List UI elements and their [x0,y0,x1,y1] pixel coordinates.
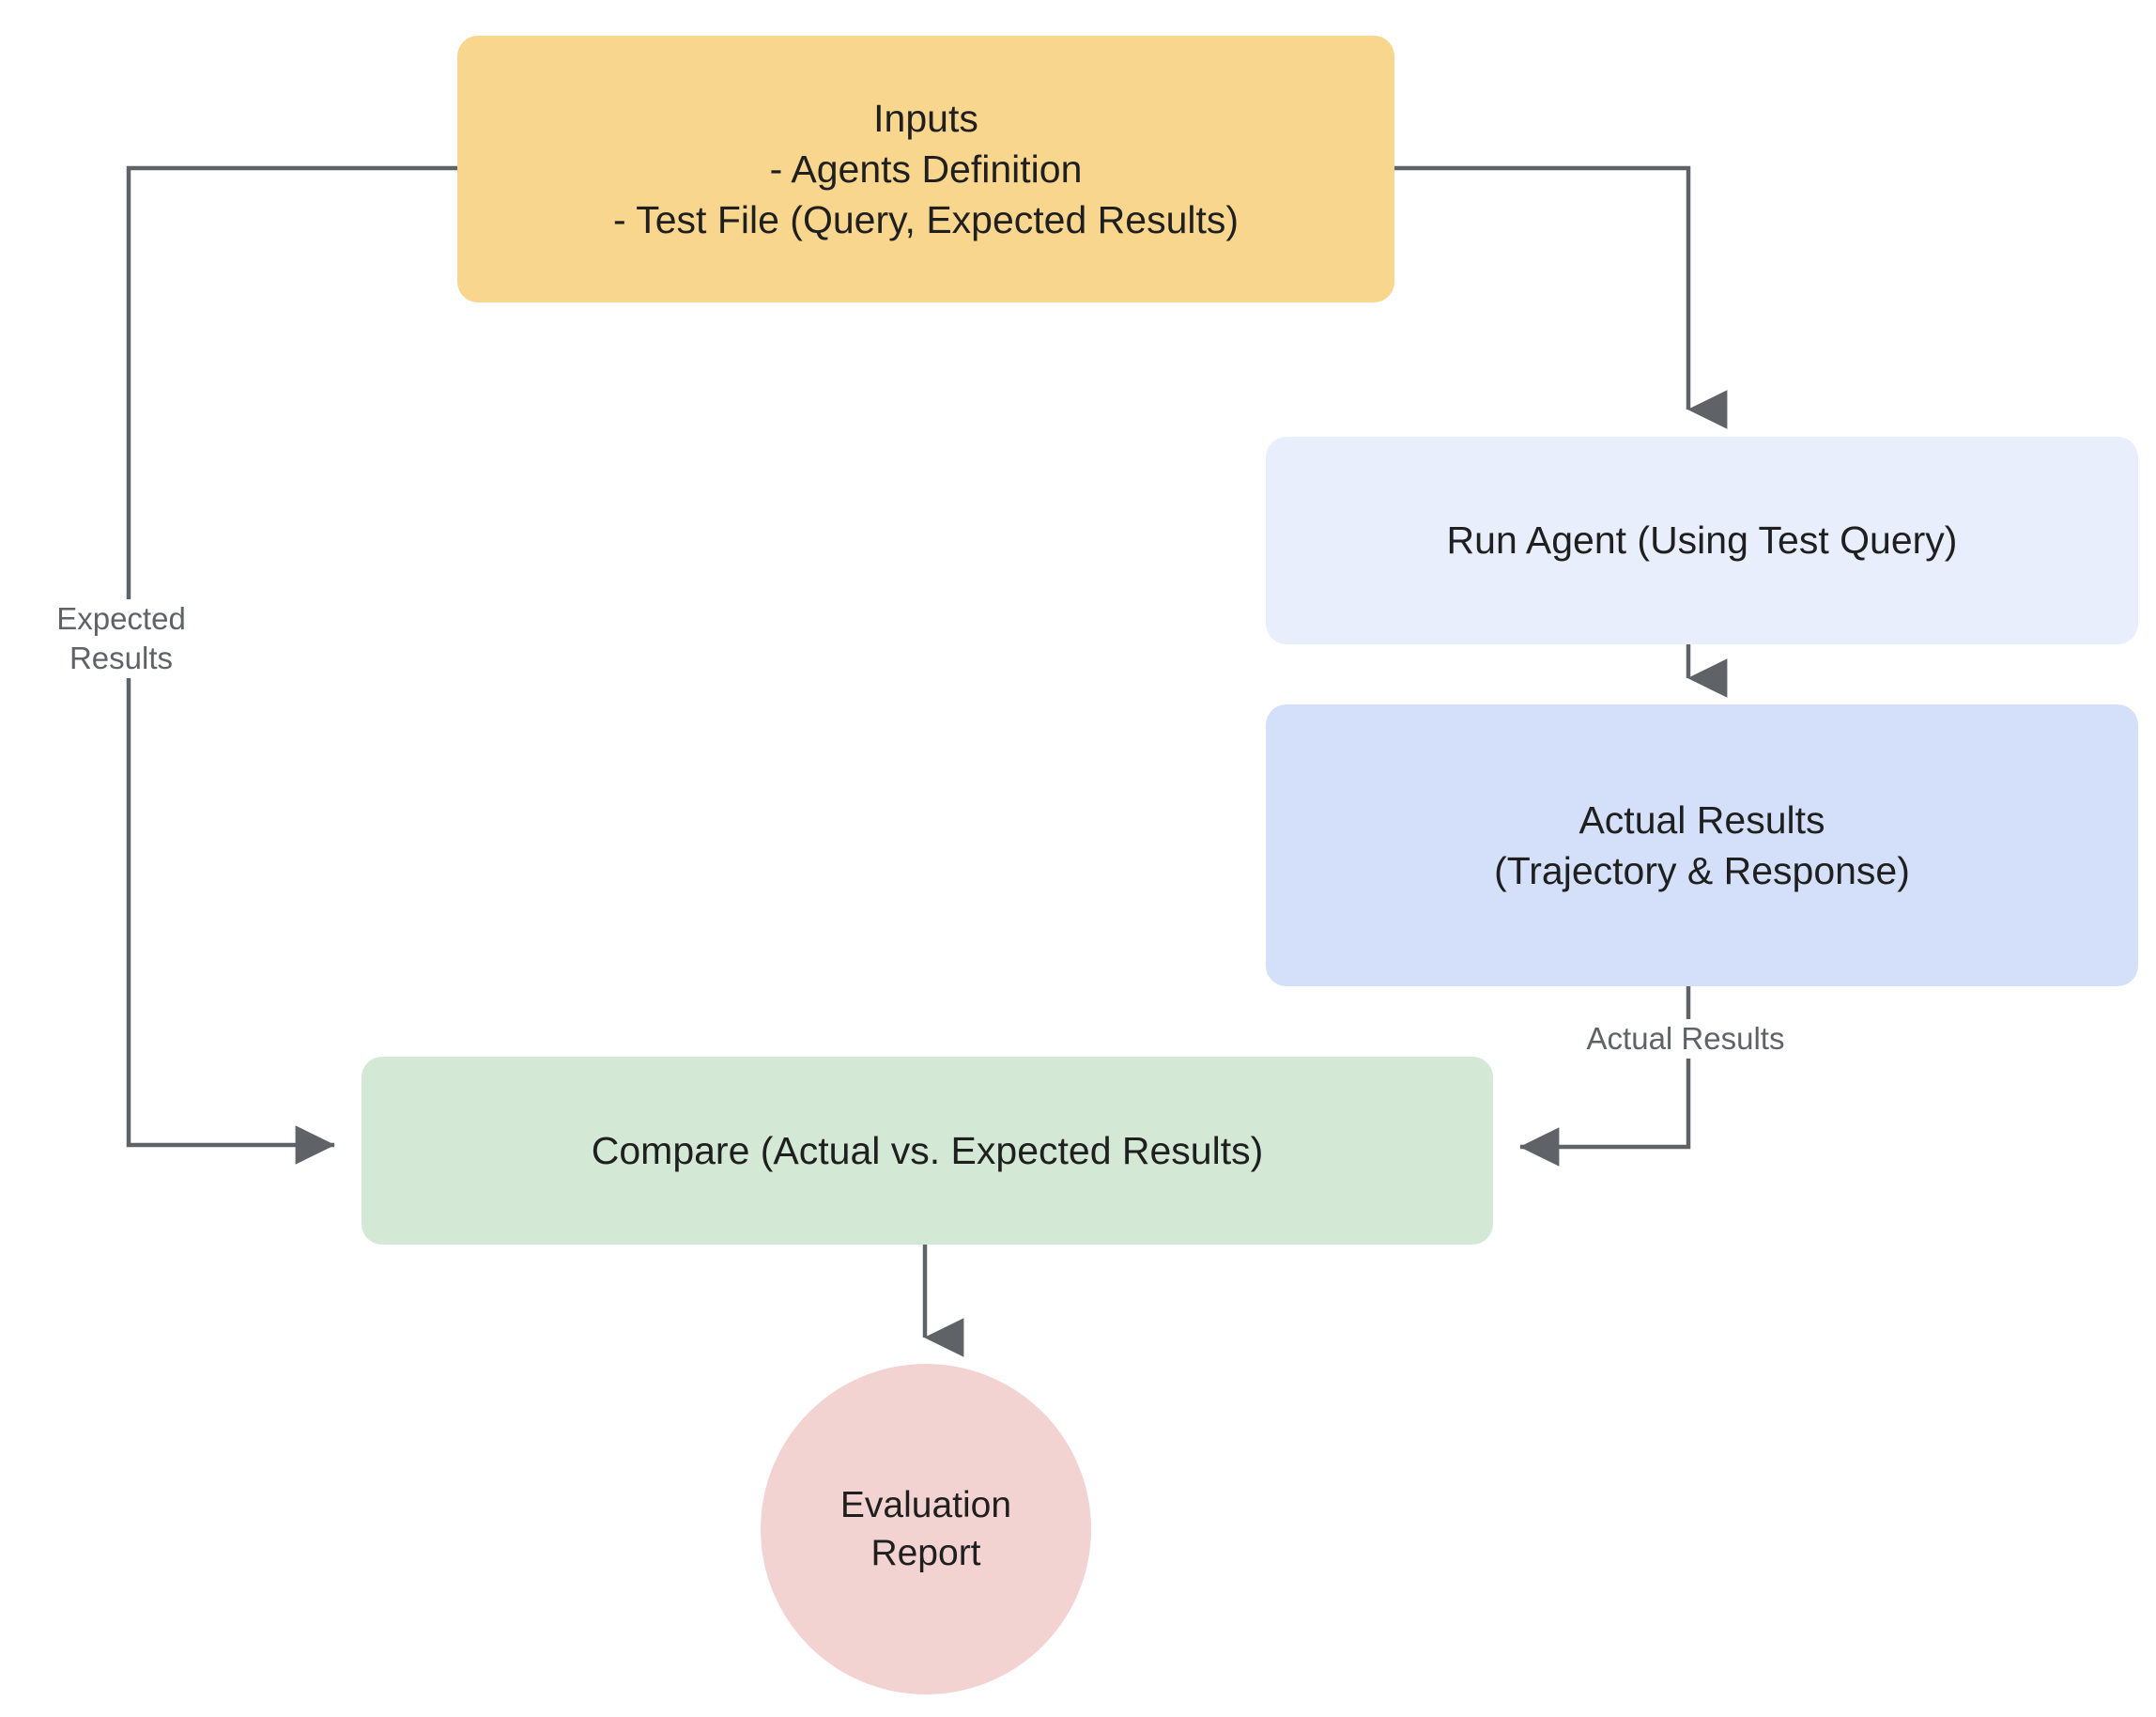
node-run-agent[interactable]: Run Agent (Using Test Query) [1266,437,2138,644]
edge-label-actual-results: Actual Results [1554,1019,1817,1060]
node-compare[interactable]: Compare (Actual vs. Expected Results) [362,1057,1493,1245]
edge-inputs-to-run-agent [1394,165,1728,429]
node-evaluation-report[interactable]: Evaluation Report [761,1364,1091,1694]
node-inputs[interactable]: Inputs - Agents Definition - Test File (… [457,36,1394,302]
edge-label-expected-results: Expected Results [17,599,225,679]
edge-actual-results-to-compare [1519,986,1691,1167]
node-actual-results[interactable]: Actual Results (Trajectory & Response) [1266,704,2138,986]
